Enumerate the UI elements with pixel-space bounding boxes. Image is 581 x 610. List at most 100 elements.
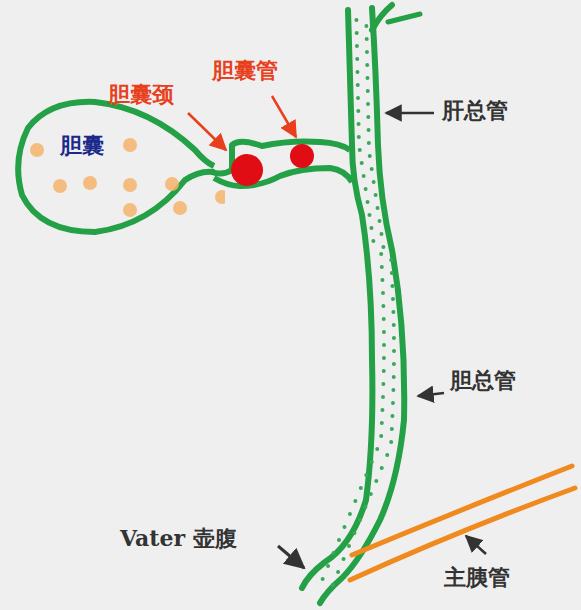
duct-dot xyxy=(356,96,360,100)
stone-neck xyxy=(231,154,263,186)
duct-dot xyxy=(365,37,369,41)
gallstone-sand xyxy=(165,177,179,191)
duct-dot xyxy=(390,427,394,431)
duct-dot xyxy=(381,382,385,386)
duct-dot xyxy=(365,63,369,67)
duct-dot xyxy=(348,512,352,516)
gallstone-sand xyxy=(123,138,137,152)
gallstone-sand xyxy=(215,190,225,204)
duct-dot xyxy=(342,557,346,561)
duct-dot xyxy=(366,115,370,119)
duct-dot xyxy=(356,83,360,87)
duct-dot xyxy=(390,271,394,275)
duct-wall xyxy=(302,10,372,588)
duct-dot xyxy=(353,499,357,503)
duct-dot xyxy=(360,161,364,165)
duct-dot xyxy=(368,213,372,217)
duct-dot xyxy=(380,265,384,269)
duct-dot xyxy=(375,447,379,451)
duct-dot xyxy=(381,395,385,399)
duct-dot xyxy=(366,102,370,106)
duct-dot xyxy=(376,206,380,210)
duct-dot xyxy=(363,505,367,509)
duct-dot xyxy=(321,577,325,581)
duct-dot xyxy=(382,343,386,347)
duct-dot xyxy=(355,31,359,35)
part-label: 胆囊管 xyxy=(212,58,278,83)
duct-dot xyxy=(366,89,370,93)
duct-branch xyxy=(372,5,392,30)
part-label: 胆囊颈 xyxy=(108,82,174,107)
duct-dot xyxy=(379,232,383,236)
duct-wall xyxy=(320,8,404,603)
duct-dot xyxy=(390,284,394,288)
duct-dot xyxy=(366,200,370,204)
duct-dot xyxy=(355,57,359,61)
duct-dot xyxy=(356,109,360,113)
leader-arrow xyxy=(188,113,226,150)
duct-dot xyxy=(369,492,373,496)
duct-content xyxy=(321,18,396,587)
duct-dot xyxy=(357,135,361,139)
gallbladder-wall xyxy=(18,102,214,232)
duct-dot xyxy=(389,440,393,444)
duct-dot xyxy=(379,434,383,438)
duct-dot xyxy=(382,369,386,373)
gallstone-sand xyxy=(53,179,67,193)
duct-dot xyxy=(369,226,373,230)
duct-dot xyxy=(364,24,368,28)
duct-dot xyxy=(390,414,394,418)
duct-dot xyxy=(357,122,361,126)
part-label: 肝总管 xyxy=(442,98,508,123)
duct-dot xyxy=(392,323,396,327)
duct-dot xyxy=(389,258,393,262)
duct-branch xyxy=(388,14,420,22)
duct-dot xyxy=(370,460,374,464)
organ-name: 胆囊 xyxy=(58,133,106,158)
part-label: 主胰管 xyxy=(444,565,510,590)
duct-dot xyxy=(355,70,359,74)
duct-dot xyxy=(391,401,395,405)
duct-dot xyxy=(379,252,383,256)
duct-dot xyxy=(365,76,369,80)
duct-dot xyxy=(362,174,366,178)
duct-dot xyxy=(372,180,376,184)
duct-dot xyxy=(385,453,389,457)
duct-dot xyxy=(382,317,386,321)
duct-dot xyxy=(359,486,363,490)
leader-arrow xyxy=(272,96,296,137)
duct-dot xyxy=(332,551,336,555)
duct-dot xyxy=(380,421,384,425)
duct-dot xyxy=(374,193,378,197)
duct-dot xyxy=(364,473,368,477)
gallbladder-shape: 胆囊 xyxy=(10,95,225,245)
leader-arrow xyxy=(386,112,434,115)
duct-dot xyxy=(381,304,385,308)
gallstone-sand xyxy=(123,203,137,217)
duct-dot xyxy=(380,466,384,470)
duct-dot xyxy=(358,518,362,522)
duct-dot xyxy=(371,239,375,243)
duct-dot xyxy=(342,525,346,529)
duct-dot xyxy=(326,564,330,568)
duct-dot xyxy=(367,141,371,145)
duct-dot xyxy=(391,388,395,392)
gallstone-sand xyxy=(173,201,187,215)
duct-dot xyxy=(380,408,384,412)
duct-dot xyxy=(374,479,378,483)
leader-arrow xyxy=(278,546,304,568)
duct-dot xyxy=(392,349,396,353)
duct-dot xyxy=(336,570,340,574)
leader-arrow xyxy=(418,393,444,396)
part-label: 胆总管 xyxy=(450,368,516,393)
duct-dot xyxy=(354,18,358,22)
duct-dot xyxy=(365,50,369,54)
duct-dot xyxy=(364,187,368,191)
duct-dot xyxy=(347,544,351,548)
duct-dot xyxy=(378,219,382,223)
leader-arrow xyxy=(466,536,486,554)
duct-dot xyxy=(355,44,359,48)
gallstone-sand xyxy=(83,176,97,190)
